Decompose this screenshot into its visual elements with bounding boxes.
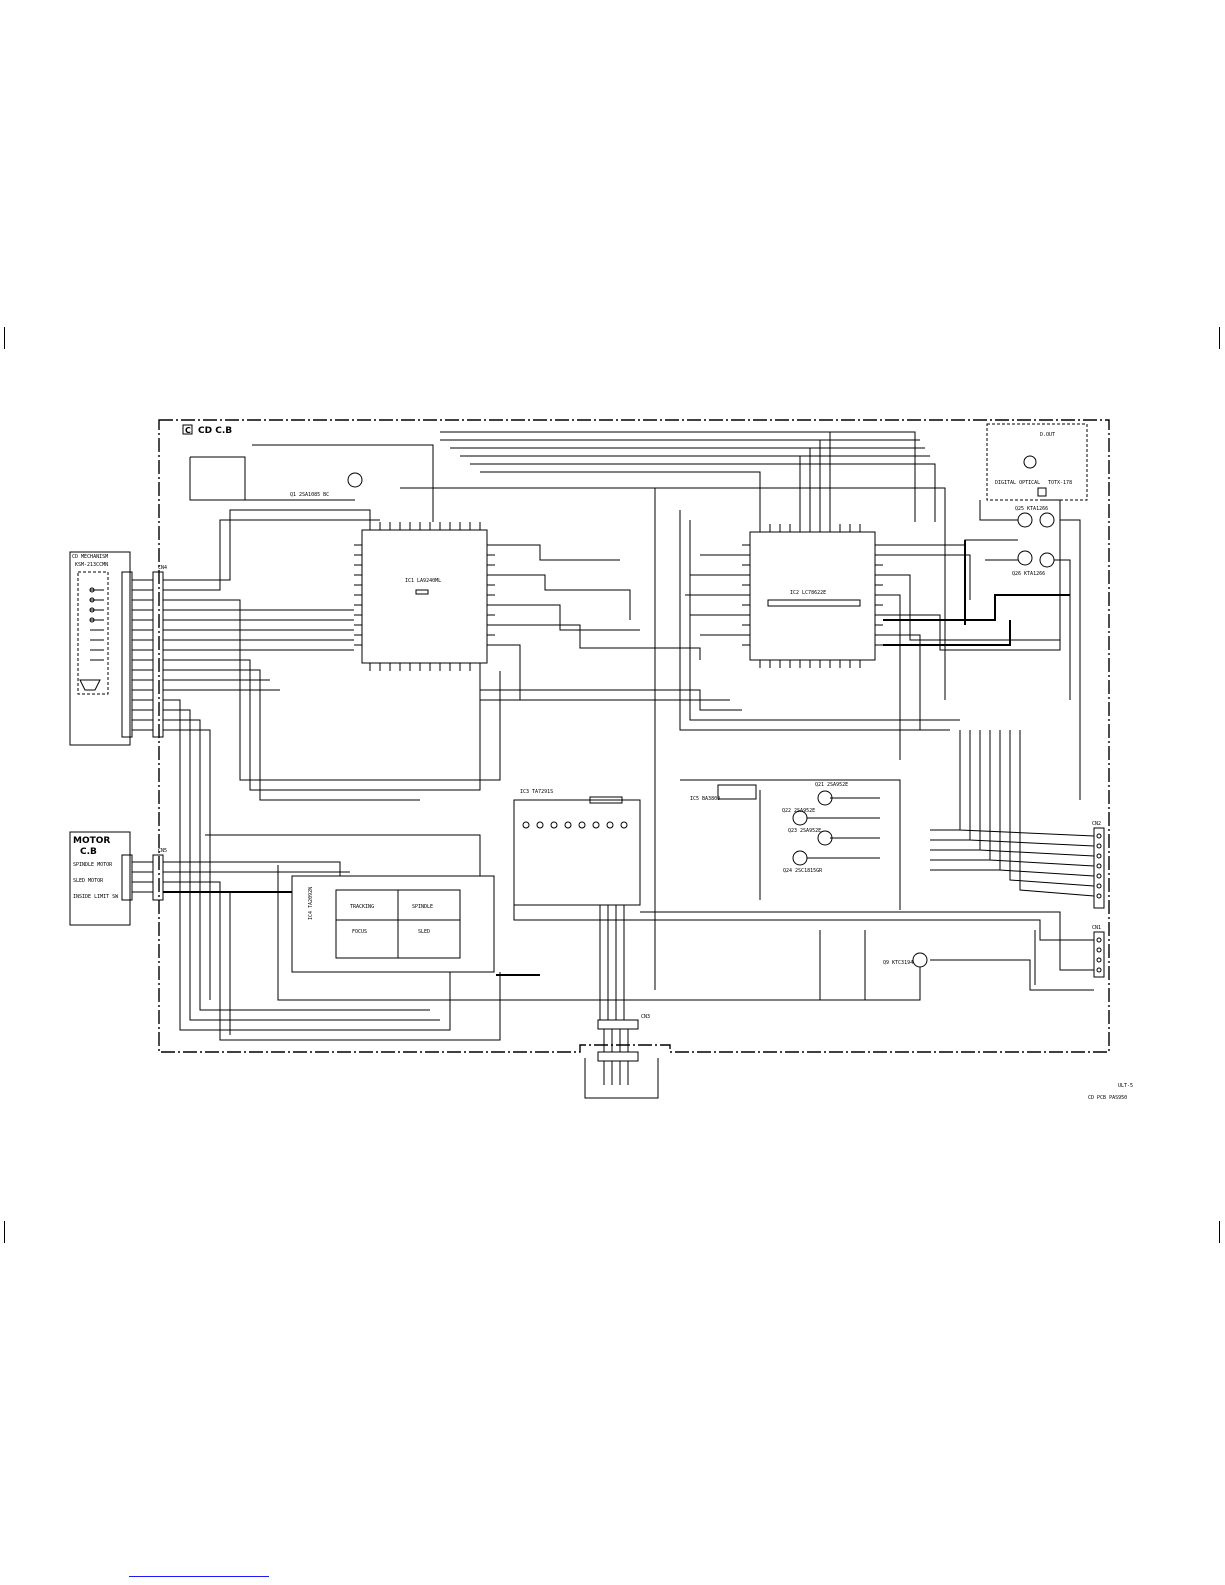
footer-code: CD PCB PAS950 — [1088, 1095, 1127, 1101]
crop-mark-right-top — [1219, 327, 1220, 349]
ic4-block-sled: SLED — [418, 929, 430, 935]
crop-mark-left-top — [4, 327, 5, 349]
mechanism-title: CD MECHANISM — [72, 554, 108, 560]
ic3-label: IC3 TA7291S — [520, 789, 553, 795]
ic4-chip: IC4 TA2092N TRACKING SPINDLE FOCUS SLED — [291, 875, 495, 973]
link-underline[interactable] — [129, 1576, 269, 1577]
q9-label: Q9 KTC3194 — [883, 960, 913, 966]
transistor-q23: Q23 2SA952E — [788, 828, 833, 846]
ic4-block-spindle: SPINDLE — [412, 904, 433, 910]
board-outline — [158, 419, 1110, 1053]
footer-ref: ULT-5 — [1118, 1083, 1133, 1089]
cd-mechanism-block: CD MECHANISM KSM-213CCMN — [69, 551, 131, 746]
wiring-traces — [163, 431, 1095, 1041]
board-name: CD C.B — [198, 426, 232, 436]
motor-label-limit: INSIDE LIMIT SW — [73, 894, 119, 900]
transistor-q21: Q21 2SA952E — [815, 782, 848, 806]
connector-cn3: CN3 — [584, 1014, 659, 1099]
mechanism-model: KSM-213CCMN — [75, 562, 108, 568]
cn2-label: CN2 — [1092, 821, 1101, 827]
optical-title: D.OUT — [1040, 432, 1055, 438]
optical-part: DIGITAL OPTICAL — [995, 480, 1040, 486]
cn4-label: CN4 — [158, 565, 167, 571]
motor-title: MOTOR — [73, 836, 110, 846]
ic1-label: IC1 LA9240ML — [405, 578, 441, 584]
transistor-q24: Q24 2SC1815GR — [783, 850, 823, 874]
board-title: C CD C.B — [182, 424, 232, 436]
ic4-block-tracking: TRACKING — [350, 904, 374, 910]
ic2-chip: IC2 LC78622E — [742, 524, 883, 668]
connector-cn1: CN1 — [1092, 925, 1105, 978]
ic3-chip: IC3 TA7291S — [513, 789, 641, 906]
optical-tr: TOTX-178 — [1048, 480, 1072, 486]
q1-label: Q1 2SA1085 BC — [290, 492, 329, 498]
connector-cn2: CN2 — [1092, 821, 1105, 909]
cn5-label: CN5 — [158, 848, 167, 854]
crop-mark-left-bottom — [4, 1221, 5, 1243]
motor-label-spindle: SPINDLE MOTOR — [73, 862, 113, 868]
motor-label-sled: SLED MOTOR — [73, 878, 104, 884]
transistor-q25: Q25 KTA1266 — [1015, 506, 1048, 528]
q24-label: Q24 2SC1815GR — [783, 868, 823, 874]
connector-cn4: CN4 — [121, 565, 167, 738]
motor-cb-block: MOTOR C.B SPINDLE MOTOR SLED MOTOR INSID… — [69, 831, 167, 926]
transistor-q1: Q1 2SA1085 BC — [290, 472, 363, 498]
cn1-label: CN1 — [1092, 925, 1101, 931]
ic4-label: IC4 TA2092N — [308, 887, 314, 920]
optical-out-module: D.OUT DIGITAL OPTICAL TOTX-178 — [986, 423, 1088, 501]
ic2-label: IC2 LC78622E — [790, 590, 826, 596]
board-letter: C — [185, 426, 191, 435]
power-rails — [163, 540, 1070, 976]
transistor-q26: Q26 KTA1266 — [1012, 550, 1045, 577]
q22-label: Q22 2SA952E — [782, 808, 815, 814]
q23-label: Q23 2SA952E — [788, 828, 821, 834]
q26-label: Q26 KTA1266 — [1012, 571, 1045, 577]
ic5-chip: IC5 BA3800 — [690, 784, 757, 802]
transistor-q28 — [1039, 552, 1055, 568]
q21-label: Q21 2SA952E — [815, 782, 848, 788]
transistor-q27 — [1039, 512, 1055, 528]
ic1-chip: IC1 LA9240ML — [354, 522, 495, 671]
crop-mark-right-bottom — [1219, 1221, 1220, 1243]
transistor-q9: Q9 KTC3194 — [883, 952, 928, 968]
ic5-label: IC5 BA3800 — [690, 796, 720, 802]
transistor-q22: Q22 2SA952E — [782, 808, 815, 826]
q25-label: Q25 KTA1266 — [1015, 506, 1048, 512]
motor-subtitle: C.B — [80, 847, 97, 857]
ic4-block-focus: FOCUS — [352, 929, 367, 935]
cn3-label: CN3 — [641, 1014, 650, 1020]
